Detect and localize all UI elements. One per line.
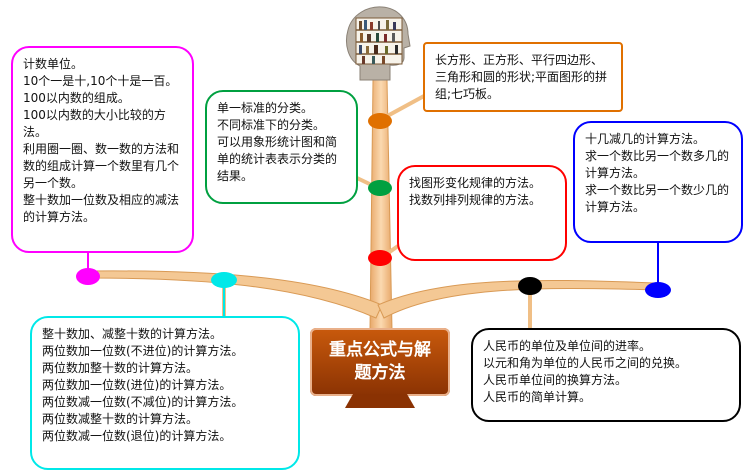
node-text-line: 整十数加一位数及相应的减法的计算方法。 — [23, 193, 180, 224]
node-dot-orange — [368, 113, 392, 129]
node-money: 人民币的单位及单位间的进率。以元和角为单位的人民币之间的兑换。人民币单位间的换算… — [471, 328, 741, 422]
central-title: 重点公式与解题方法 — [329, 340, 431, 383]
node-subtraction: 十几减几的计算方法。求一个数比另一个数多几的计算方法。求一个数比另一个数少几的计… — [573, 121, 743, 243]
node-patterns: 找图形变化规律的方法。找数列排列规律的方法。 — [397, 165, 567, 261]
central-title-box: 重点公式与解题方法 — [310, 328, 450, 396]
node-dot-blue — [645, 282, 671, 298]
node-text-line: 十几减几的计算方法。 — [585, 132, 706, 146]
node-text-line: 两位数减一位数(不减位)的计算方法。 — [42, 395, 244, 409]
node-text-line: 可以用象形统计图和简单的统计表表示分类的结果。 — [217, 135, 338, 183]
node-text-line: 单一标准的分类。 — [217, 101, 314, 115]
node-lines: 整十数加、减整十数的计算方法。两位数加一位数(不进位)的计算方法。两位数加整十数… — [42, 326, 288, 445]
node-dot-black — [518, 277, 542, 295]
node-text-line: 人民币单位间的换算方法。 — [483, 373, 628, 387]
node-counting-units: 计数单位。 10个一是十,10个十是一百。 100以内数的组成。 100以内数的大小比… — [11, 46, 194, 253]
node-shapes: 长方形、正方形、平行四边形、三角形和圆的形状;平面图形的拼组;七巧板。 — [423, 42, 623, 112]
node-lines: 人民币的单位及单位间的进率。以元和角为单位的人民币之间的兑换。人民币单位间的换算… — [483, 338, 729, 406]
node-text-line: 求一个数比另一个数少几的计算方法。 — [585, 183, 730, 214]
node-text-line: 不同标准下的分类。 — [217, 118, 326, 132]
node-text-line: 两位数加整十数的计算方法。 — [42, 361, 199, 375]
node-lines: 找图形变化规律的方法。找数列排列规律的方法。 — [409, 175, 555, 209]
node-text-line: 求一个数比另一个数多几的计算方法。 — [585, 149, 730, 180]
node-lines: 长方形、正方形、平行四边形、三角形和圆的形状;平面图形的拼组;七巧板。 — [435, 52, 611, 103]
node-addition: 整十数加、减整十数的计算方法。两位数加一位数(不进位)的计算方法。两位数加整十数… — [30, 316, 300, 470]
node-text-line: 利用圈一圈、数一数的方法和数的组成计算一个数里有几个另一个数。 — [23, 142, 180, 190]
node-text-line: 100以内数的组成。 — [23, 91, 130, 105]
node-lines: 单一标准的分类。不同标准下的分类。可以用象形统计图和简单的统计表表示分类的结果。 — [217, 100, 346, 185]
head-bookshelf-icon — [346, 6, 411, 81]
node-text-line: 整十数加、减整十数的计算方法。 — [42, 327, 223, 341]
node-dot-cyan — [211, 272, 237, 288]
node-text-line: 两位数加一位数(进位)的计算方法。 — [42, 378, 232, 392]
node-text-line: 两位数减一位数(退位)的计算方法。 — [42, 429, 232, 443]
title-stand — [345, 394, 415, 408]
right-branch — [377, 279, 656, 319]
node-lines: 十几减几的计算方法。求一个数比另一个数多几的计算方法。求一个数比另一个数少几的计… — [585, 131, 731, 216]
node-text-line: 人民币的单位及单位间的进率。 — [483, 339, 652, 353]
node-text-line: 找数列排列规律的方法。 — [409, 193, 542, 207]
node-text-line: 计数单位。 — [23, 57, 84, 71]
node-text-line: 两位数加一位数(不进位)的计算方法。 — [42, 344, 244, 358]
node-text-line: 两位数减整十数的计算方法。 — [42, 412, 199, 426]
node-text-line: 找图形变化规律的方法。 — [409, 176, 542, 190]
node-lines: 计数单位。 10个一是十,10个十是一百。 100以内数的组成。 100以内数的大小比… — [23, 56, 182, 226]
node-dot-red — [368, 250, 392, 266]
node-dot-green — [368, 180, 392, 196]
node-classification: 单一标准的分类。不同标准下的分类。可以用象形统计图和简单的统计表表示分类的结果。 — [205, 90, 358, 204]
node-text-line: 100以内数的大小比较的方法。 — [23, 108, 166, 139]
node-dot-magenta — [76, 268, 100, 285]
node-text-line: 人民币的简单计算。 — [483, 390, 592, 404]
node-text-line: 以元和角为单位的人民币之间的兑换。 — [483, 356, 688, 370]
node-text-line: 长方形、正方形、平行四边形、三角形和圆的形状;平面图形的拼组;七巧板。 — [435, 53, 608, 101]
node-text-line: 10个一是十,10个十是一百。 — [23, 74, 178, 88]
